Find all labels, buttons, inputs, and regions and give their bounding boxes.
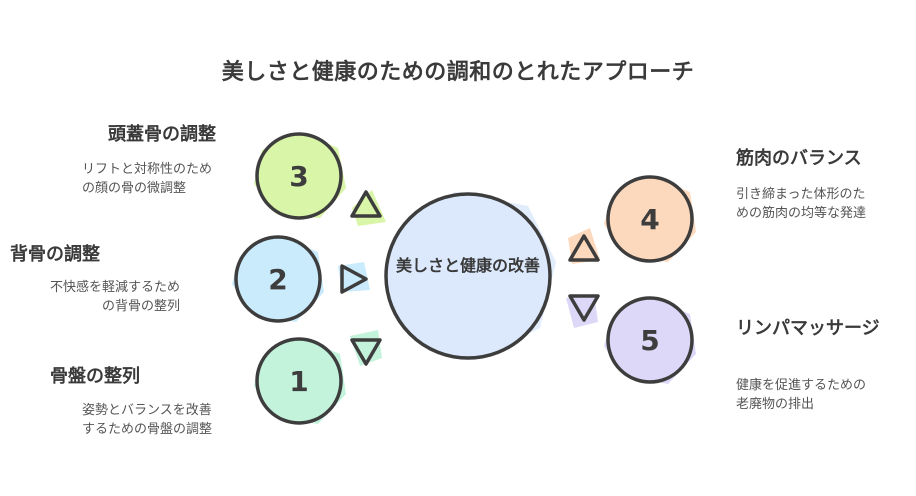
item-1-description: 姿勢とバランスを改善するための骨盤の調整 <box>82 403 213 437</box>
item-1-title: 骨盤の整列 <box>50 366 140 387</box>
item-5-description: 健康を促進するための老廃物の排出 <box>736 378 867 412</box>
node-1 <box>254 337 346 425</box>
arrow-1 <box>350 330 382 366</box>
item-3-description: リフトと対称性のための顔の骨の微調整 <box>82 162 213 196</box>
node-2 <box>232 235 324 323</box>
node-4 <box>604 175 696 263</box>
item-4-description: 引き締まった体形のための筋肉の均等な発達 <box>736 187 867 221</box>
item-2-description: 不快感を軽減するための背骨の整列 <box>49 280 180 314</box>
node-4-number: 4 <box>640 203 659 236</box>
center-node <box>384 192 556 360</box>
item-2-title: 背骨の調整 <box>10 244 100 265</box>
node-3 <box>254 132 346 220</box>
node-5 <box>604 296 696 384</box>
node-1-number: 1 <box>289 365 308 398</box>
item-5-title: リンパマッサージ <box>736 318 880 339</box>
diagram-title: 美しさと健康のための調和のとれたアプローチ <box>221 60 695 85</box>
node-2-number: 2 <box>268 263 287 296</box>
item-4-title: 筋肉のバランス <box>736 148 862 169</box>
arrow-2 <box>338 262 370 294</box>
item-3-title: 頭蓋骨の調整 <box>108 124 216 145</box>
center-label: 美しさと健康の改善 <box>395 256 540 275</box>
arrow-3 <box>350 190 386 226</box>
arrow-5 <box>566 294 600 328</box>
node-3-number: 3 <box>289 160 308 193</box>
arrow-4 <box>568 228 600 264</box>
node-5-number: 5 <box>640 324 659 357</box>
